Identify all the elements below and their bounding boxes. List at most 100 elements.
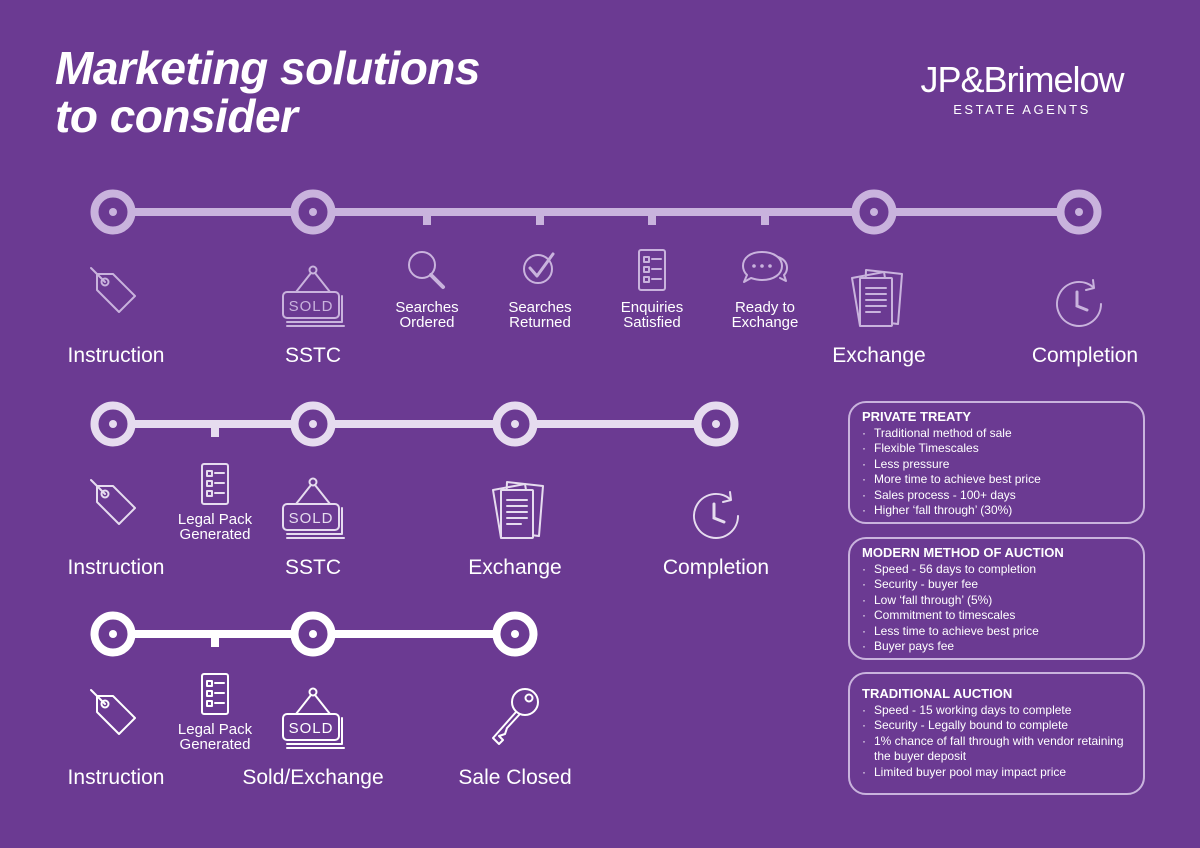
brand-logo: JP&Brimelow ESTATE AGENTS bbox=[894, 59, 1150, 118]
milestone-label: Sale Closed bbox=[458, 766, 572, 789]
milestone-dot bbox=[1075, 208, 1083, 216]
milestone-label: Exchange bbox=[468, 556, 562, 579]
step-tick bbox=[536, 212, 544, 225]
milestone-label: SSTC bbox=[284, 344, 342, 367]
step-tick bbox=[211, 424, 219, 437]
clock-arrow-icon bbox=[686, 486, 746, 551]
step-label-line: Returned bbox=[509, 314, 571, 331]
milestone-label: SSTC bbox=[284, 556, 342, 579]
clock-arrow-icon bbox=[1049, 274, 1109, 339]
page-title: Marketing solutions to consider bbox=[55, 44, 480, 140]
milestone-dot bbox=[309, 420, 317, 428]
box-list-item: More time to achieve best price bbox=[862, 472, 1131, 488]
box-list-item: Higher ‘fall through’ (30%) bbox=[862, 503, 1131, 519]
documents-icon bbox=[487, 476, 553, 549]
milestone-label: Sold/Exchange bbox=[242, 766, 384, 789]
milestone-label: Instruction bbox=[67, 766, 165, 789]
step-tick bbox=[648, 212, 656, 225]
svg-text:SOLD: SOLD bbox=[289, 720, 334, 737]
step-label-line: Enquiries bbox=[620, 299, 684, 316]
box-list: Speed - 56 days to completionSecurity - … bbox=[862, 562, 1131, 655]
milestone-dot bbox=[870, 208, 878, 216]
step-label-line: Satisfied bbox=[623, 314, 681, 331]
milestone-label: Completion bbox=[662, 556, 770, 579]
step-label-line: Generated bbox=[179, 526, 251, 543]
step-label-line: Ready to bbox=[734, 299, 796, 316]
box-heading: MODERN METHOD OF AUCTION bbox=[862, 545, 1064, 560]
modern-method-auction-box: MODERN METHOD OF AUCTION Speed - 56 days… bbox=[848, 537, 1145, 660]
step-tick bbox=[211, 634, 219, 647]
box-list-item: Security - buyer fee bbox=[862, 577, 1131, 593]
box-heading: PRIVATE TREATY bbox=[862, 409, 972, 424]
check-circle-icon bbox=[520, 248, 560, 293]
traditional-auction-box: TRADITIONAL AUCTION Speed - 15 working d… bbox=[848, 672, 1145, 795]
box-list-item: 1% chance of fall through with vendor re… bbox=[862, 734, 1131, 765]
box-list-item: Low ‘fall through’ (5%) bbox=[862, 593, 1131, 609]
milestone-dot bbox=[109, 420, 117, 428]
milestone-label: Instruction bbox=[67, 344, 165, 367]
step-tick bbox=[423, 212, 431, 225]
checklist-icon bbox=[199, 672, 231, 721]
step-label-line: Legal Pack bbox=[177, 721, 253, 738]
box-list-item: Speed - 15 working days to complete bbox=[862, 703, 1131, 719]
box-list-item: Sales process - 100+ days bbox=[862, 488, 1131, 504]
box-list-item: Flexible Timescales bbox=[862, 441, 1131, 457]
box-heading: TRADITIONAL AUCTION bbox=[862, 686, 1013, 701]
key-icon bbox=[485, 684, 545, 755]
box-list-item: Security - Legally bound to complete bbox=[862, 718, 1131, 734]
milestone-dot bbox=[511, 630, 519, 638]
milestone-label: Instruction bbox=[67, 556, 165, 579]
milestone-dot bbox=[712, 420, 720, 428]
checklist-icon bbox=[636, 248, 668, 297]
step-tick bbox=[761, 212, 769, 225]
milestone-dot bbox=[511, 420, 519, 428]
milestone-dot bbox=[309, 208, 317, 216]
milestone-dot bbox=[109, 630, 117, 638]
step-label-line: Searches bbox=[395, 299, 459, 316]
logo-tagline: ESTATE AGENTS bbox=[953, 102, 1091, 117]
svg-text:SOLD: SOLD bbox=[289, 298, 334, 315]
logo-name: JP&Brimelow bbox=[920, 59, 1124, 100]
milestone-label: Exchange bbox=[832, 344, 926, 367]
box-list: Speed - 15 working days to completeSecur… bbox=[862, 703, 1131, 780]
step-label-line: Ordered bbox=[399, 314, 455, 331]
box-list-item: Traditional method of sale bbox=[862, 426, 1131, 442]
documents-icon bbox=[846, 264, 912, 337]
title-line-2: to consider bbox=[55, 90, 298, 142]
magnifier-icon bbox=[405, 248, 449, 297]
step-label-line: Searches bbox=[508, 299, 572, 316]
checklist-icon bbox=[199, 462, 231, 511]
box-list-item: Speed - 56 days to completion bbox=[862, 562, 1131, 578]
milestone-label: Completion bbox=[1031, 344, 1139, 367]
step-label-line: Generated bbox=[179, 736, 251, 753]
svg-text:SOLD: SOLD bbox=[289, 510, 334, 527]
step-label-line: Legal Pack bbox=[177, 511, 253, 528]
private-treaty-box: PRIVATE TREATY Traditional method of sal… bbox=[848, 401, 1145, 524]
box-list-item: Less pressure bbox=[862, 457, 1131, 473]
box-list-item: Limited buyer pool may impact price bbox=[862, 765, 1131, 781]
price-tag-icon bbox=[83, 262, 143, 327]
box-list-item: Commitment to timescales bbox=[862, 608, 1131, 624]
sold-sign-icon: SOLD bbox=[278, 476, 348, 547]
sold-sign-icon: SOLD bbox=[278, 686, 348, 757]
sold-sign-icon: SOLD bbox=[278, 264, 348, 335]
milestone-dot bbox=[109, 208, 117, 216]
milestone-dot bbox=[309, 630, 317, 638]
price-tag-icon bbox=[83, 684, 143, 749]
title-line-1: Marketing solutions bbox=[55, 42, 480, 94]
price-tag-icon bbox=[83, 474, 143, 539]
step-label-line: Exchange bbox=[731, 314, 799, 331]
box-list: Traditional method of saleFlexible Times… bbox=[862, 426, 1131, 519]
box-list-item: Buyer pays fee bbox=[862, 639, 1131, 655]
